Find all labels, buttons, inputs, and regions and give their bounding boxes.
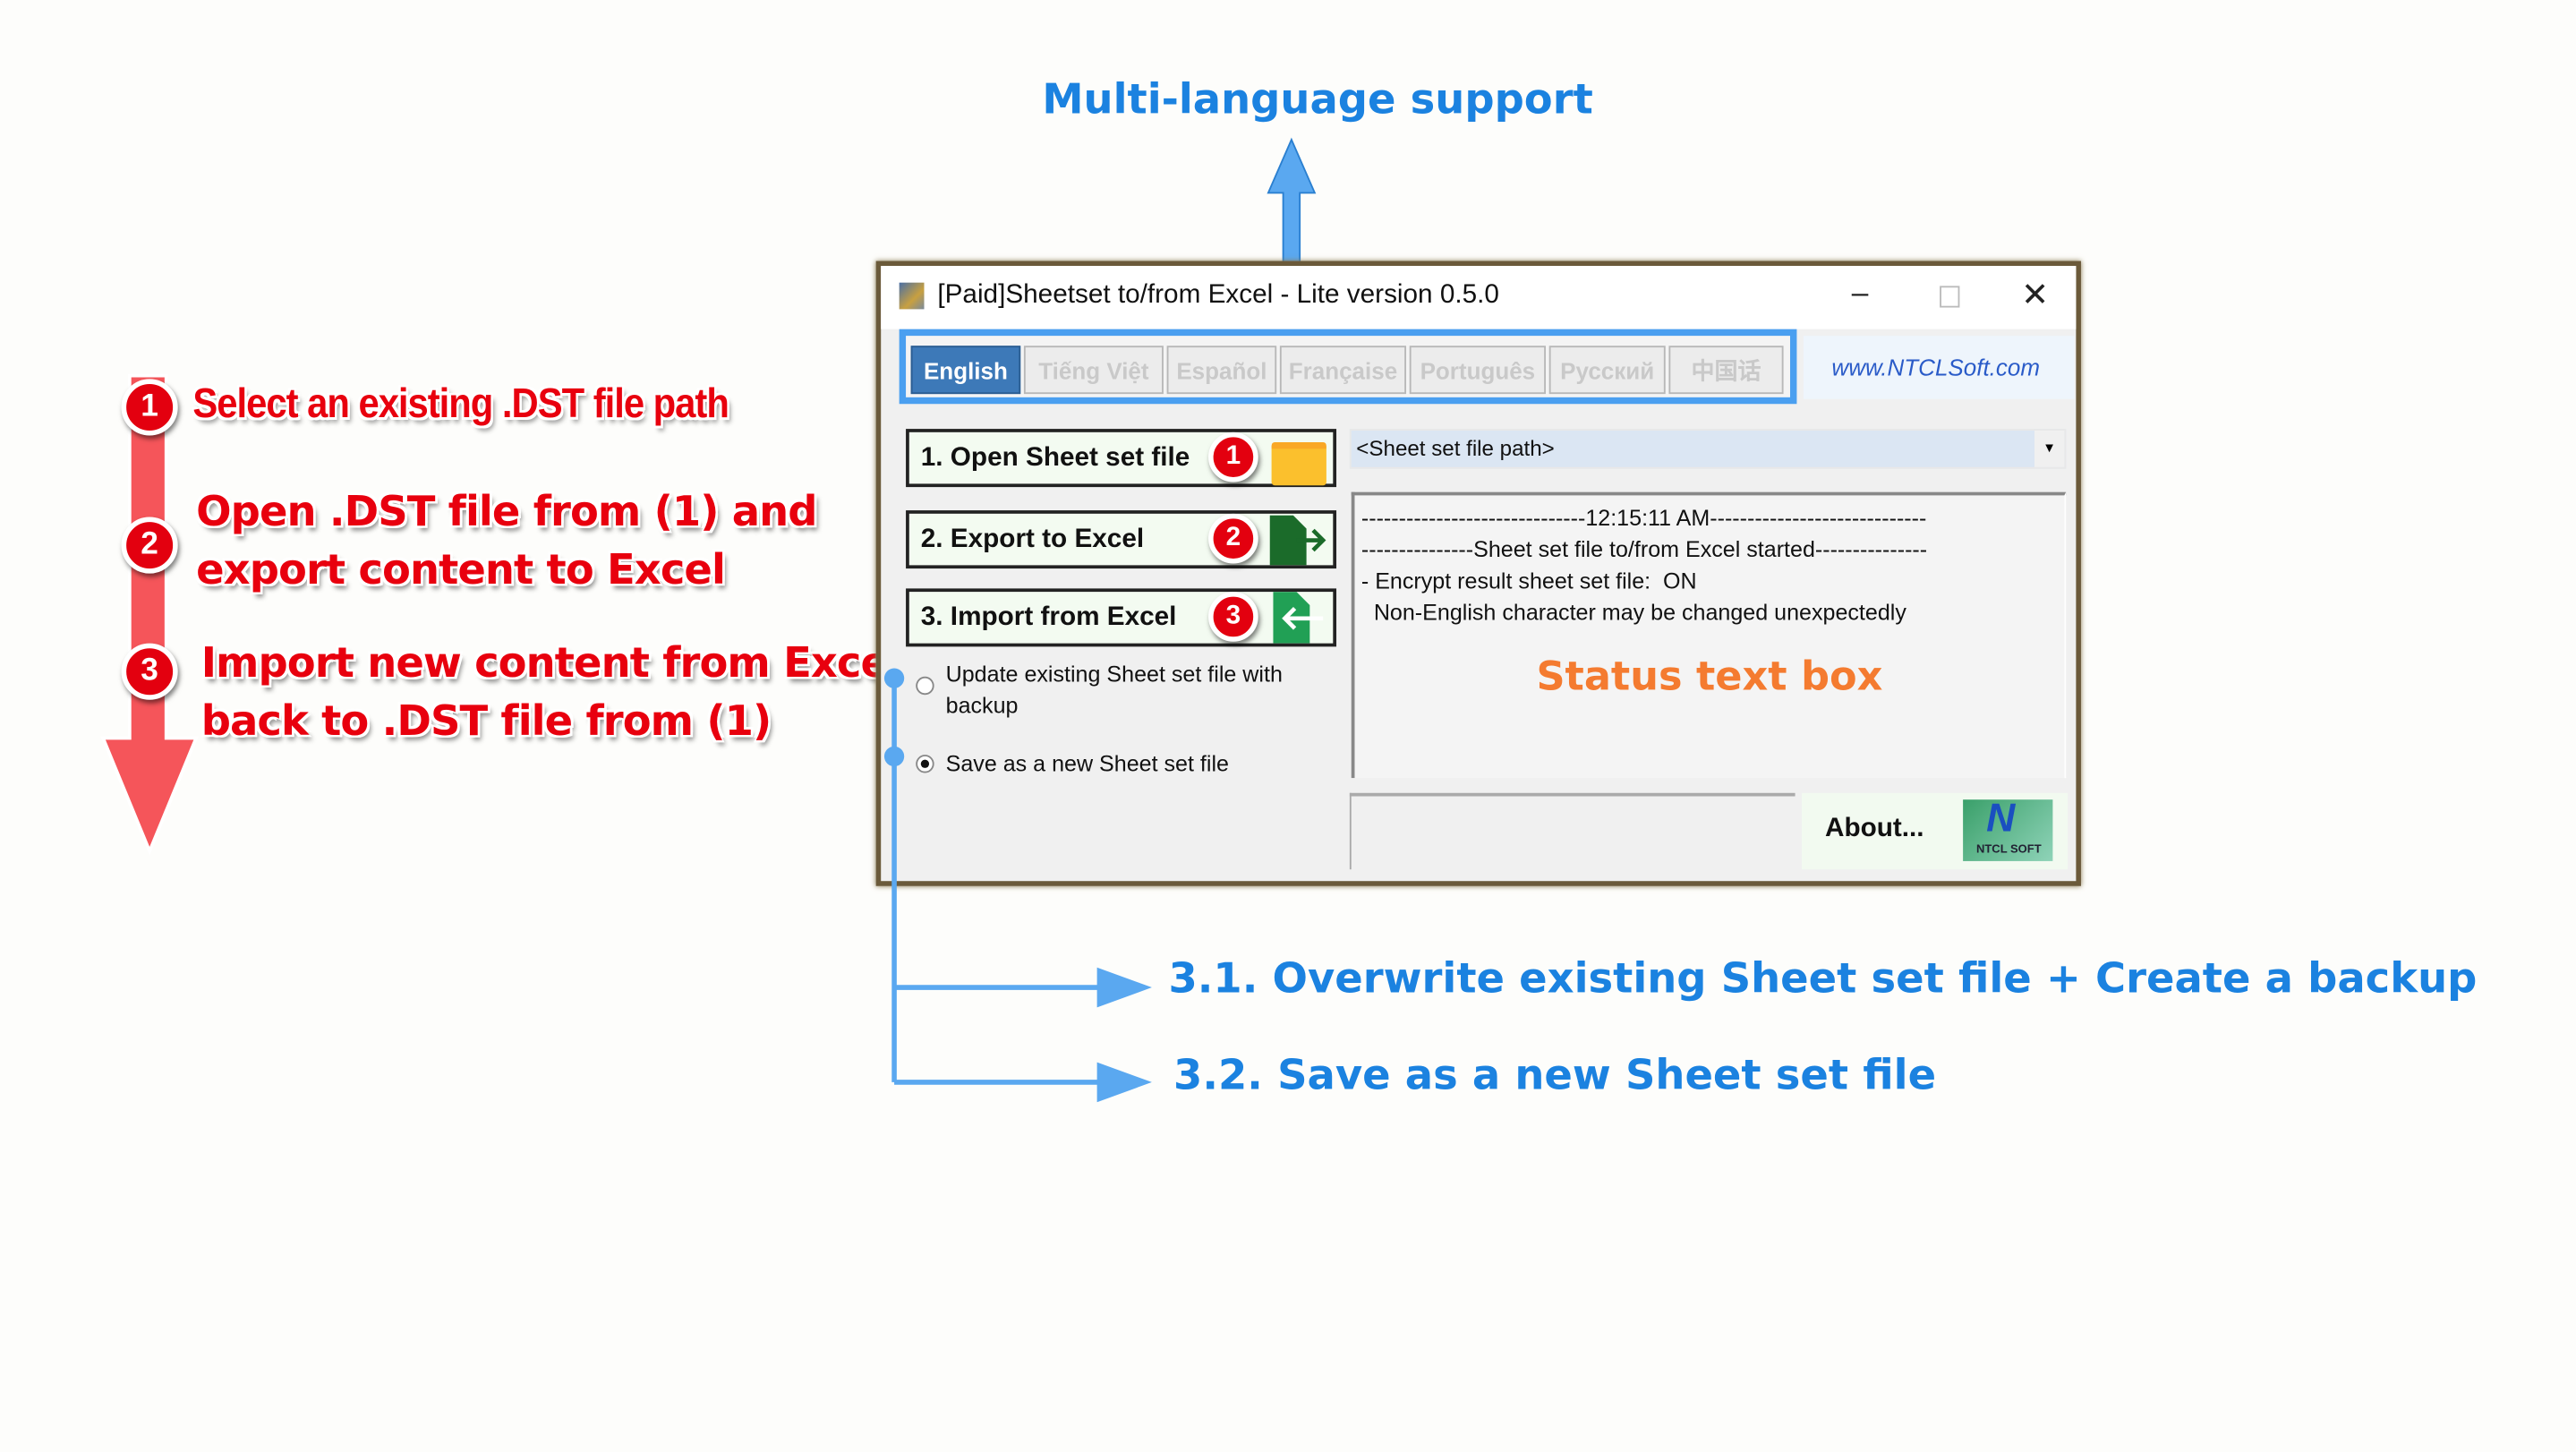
radio-update-label: Update existing Sheet set file with back… <box>945 662 1283 719</box>
website-link[interactable]: www.NTCLSoft.com <box>1831 354 2041 381</box>
status-line: - Encrypt result sheet set file: ON <box>1361 568 1697 594</box>
status-box-annotation: Status text box <box>1536 653 1883 700</box>
export-to-excel-button[interactable]: 2. Export to Excel 2 <box>906 510 1337 569</box>
minimize-icon[interactable]: – <box>1851 276 1869 310</box>
radio-save-new[interactable] <box>916 755 934 773</box>
about-label: About... <box>1824 814 1924 843</box>
export-button-label: 2. Export to Excel <box>920 525 1145 554</box>
about-button[interactable]: About... N NTCL SOFT <box>1801 792 2068 870</box>
tab-vietnamese[interactable]: Tiếng Việt <box>1023 346 1164 395</box>
multi-language-annotation: Multi-language support <box>1042 74 1593 124</box>
path-placeholder: <Sheet set file path> <box>1356 435 1555 461</box>
export-excel-icon <box>1269 515 1326 566</box>
chevron-down-icon[interactable]: ▼ <box>2034 430 2065 467</box>
option-overwrite-annotation: 3.1. Overwrite existing Sheet set file +… <box>1168 953 2478 1003</box>
status-line: ------------------------------12:15:11 A… <box>1361 505 1927 531</box>
tab-french[interactable]: Française <box>1279 346 1407 395</box>
import-excel-icon <box>1273 592 1324 644</box>
option-save-new-annotation: 3.2. Save as a new Sheet set file <box>1173 1050 1937 1099</box>
status-line: Non-English character may be changed une… <box>1361 600 1906 626</box>
open-sheet-set-button[interactable]: 1. Open Sheet set file 1 <box>906 429 1337 488</box>
status-text-box[interactable]: ------------------------------12:15:11 A… <box>1351 491 2067 779</box>
app-window: [Paid]Sheetset to/from Excel - Lite vers… <box>875 261 2081 886</box>
website-panel: www.NTCLSoft.com <box>1803 336 2075 399</box>
folder-icon <box>1271 441 1326 486</box>
tab-spanish[interactable]: Español <box>1166 346 1277 395</box>
option-connector <box>883 668 1152 1103</box>
tab-portuguese[interactable]: Português <box>1409 346 1547 395</box>
step-1-text: Select an existing .DST file path <box>192 380 729 428</box>
sheet-set-path-dropdown[interactable]: <Sheet set file path> ▼ <box>1349 429 2067 469</box>
app-icon <box>899 282 925 310</box>
progress-area <box>1349 792 1796 870</box>
badge-1: 1 <box>1208 431 1258 483</box>
step-badge-1: 1 <box>121 379 178 436</box>
status-line: ---------------Sheet set file to/from Ex… <box>1361 536 1928 562</box>
window-title: [Paid]Sheetset to/from Excel - Lite vers… <box>937 280 1499 310</box>
ntcl-logo: N NTCL SOFT <box>1963 796 2053 861</box>
tab-russian[interactable]: Русский <box>1548 346 1666 395</box>
maximize-icon[interactable] <box>1940 286 1960 308</box>
step-badge-3: 3 <box>121 643 178 700</box>
logo-text: NTCL SOFT <box>1975 844 2042 857</box>
step-badge-2: 2 <box>121 517 178 574</box>
logo-mark: N <box>1986 796 2016 841</box>
radio-update-existing[interactable] <box>916 676 934 696</box>
radio-save-new-label: Save as a new Sheet set file <box>945 751 1229 777</box>
import-button-label: 3. Import from Excel <box>920 603 1177 632</box>
close-icon[interactable]: ✕ <box>2021 278 2050 314</box>
language-tabs: English Tiếng Việt Español Française Por… <box>899 329 1797 405</box>
title-bar: [Paid]Sheetset to/from Excel - Lite vers… <box>881 266 2077 329</box>
badge-2: 2 <box>1208 513 1258 564</box>
open-button-label: 1. Open Sheet set file <box>920 443 1190 473</box>
tab-chinese[interactable]: 中国话 <box>1668 346 1784 395</box>
down-arrow-icon <box>100 373 199 856</box>
badge-3: 3 <box>1208 592 1258 642</box>
import-from-excel-button[interactable]: 3. Import from Excel 3 <box>906 588 1337 647</box>
tab-english[interactable]: English <box>910 346 1021 395</box>
